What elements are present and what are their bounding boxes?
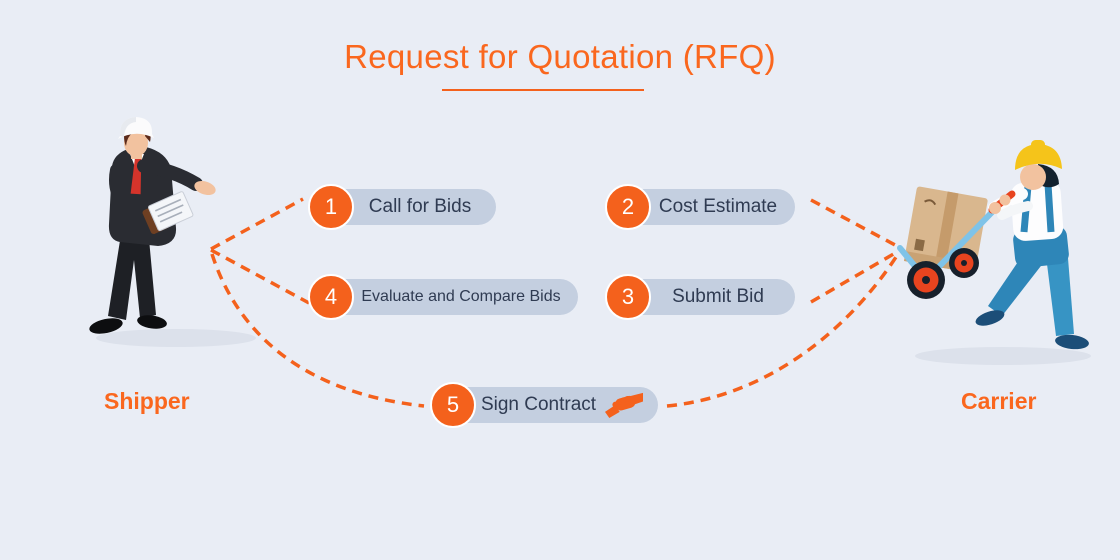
step-pill-5: 5 Sign Contract (430, 382, 658, 428)
step-1-number-badge: 1 (308, 184, 354, 230)
step-2-number-badge: 2 (605, 184, 651, 230)
handshake-icon (605, 392, 644, 418)
step-pill-2: 2 Cost Estimate (605, 184, 795, 230)
line-step5-to-carrier (666, 253, 900, 408)
step-pill-1: 1 Call for Bids (308, 184, 496, 230)
line-shipper-to-step4 (210, 248, 310, 305)
shipper-label: Shipper (104, 388, 190, 414)
step-4-label: Evaluate and Compare Bids (361, 288, 561, 305)
businessman-with-clipboard-icon (89, 117, 256, 347)
step-2-label: Cost Estimate (658, 196, 778, 217)
worker-pushing-hand-truck-icon (897, 140, 1091, 365)
step-5-label: Sign Contract (480, 394, 597, 415)
step-pill-4: 4 Evaluate and Compare Bids (308, 274, 578, 320)
page-title: Request for Quotation (RFQ) (344, 38, 776, 75)
step-3-label: Submit Bid (672, 286, 764, 307)
line-shipper-to-step5 (210, 253, 425, 408)
step-1-label: Call for Bids (368, 196, 472, 217)
title-underline (442, 89, 644, 91)
line-shipper-to-step1 (210, 197, 304, 251)
step-3-number-badge: 3 (605, 274, 651, 320)
carrier-label: Carrier (961, 388, 1037, 414)
step-pill-3: 3 Submit Bid (605, 274, 795, 320)
step-4-number-badge: 4 (308, 274, 354, 320)
step-5-number-badge: 5 (430, 382, 476, 428)
